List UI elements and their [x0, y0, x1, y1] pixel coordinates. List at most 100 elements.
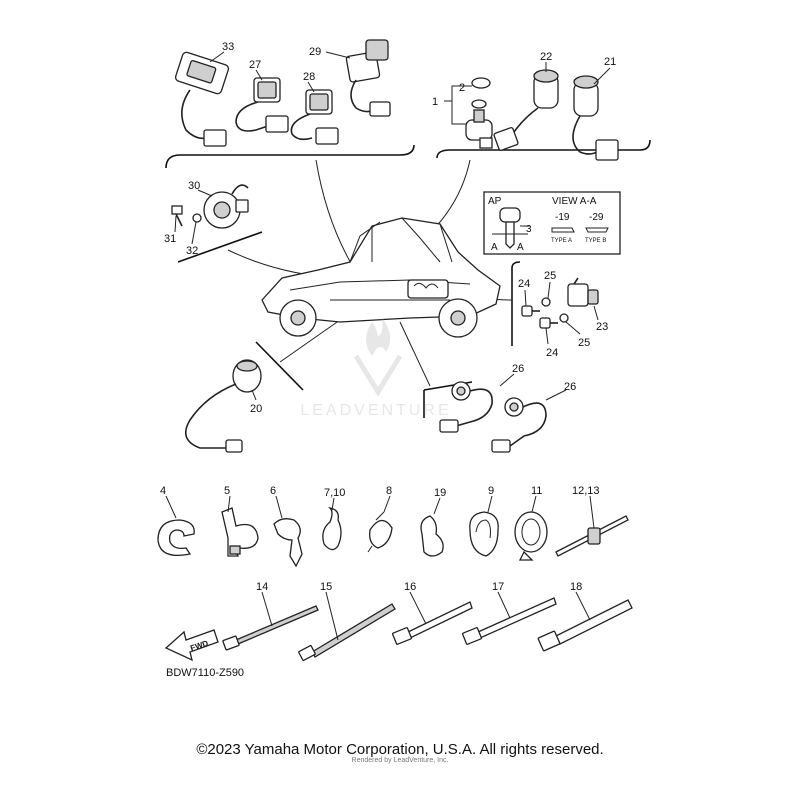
callout-4: 4 — [160, 485, 166, 497]
part-30-horn — [203, 184, 249, 229]
callout-5: 5 — [224, 485, 230, 497]
part-23-relay — [567, 277, 599, 307]
part-24-bolt-a — [521, 305, 540, 317]
bracket-top-right — [436, 139, 651, 159]
part-26-light-b — [491, 397, 547, 453]
part-33-switch — [174, 51, 230, 147]
leader-line — [261, 591, 273, 627]
callout-25a: 25 — [544, 270, 556, 282]
callout-6: 6 — [270, 485, 276, 497]
part-26-light-a — [439, 381, 493, 433]
callout-1: 1 — [432, 96, 438, 108]
part-20-switch — [184, 359, 262, 453]
leader-line — [575, 591, 591, 621]
part-31-bolt — [171, 205, 183, 227]
leader-line — [487, 495, 493, 513]
bracket-switch-20 — [255, 341, 304, 391]
part-1-ignition-switch — [465, 77, 493, 149]
bracket-mid-left — [177, 231, 263, 263]
copyright-footer: ©2023 Yamaha Motor Corporation, U.S.A. A… — [196, 741, 604, 758]
callout-9: 9 — [488, 485, 494, 497]
leader-line — [399, 321, 431, 387]
callout-31: 31 — [164, 233, 176, 245]
leader-line — [307, 81, 315, 93]
callout-12-13: 12,13 — [572, 485, 600, 497]
bracket-top-left — [165, 144, 415, 169]
part-32-washer — [192, 213, 202, 223]
leader-line — [174, 215, 177, 233]
watermark-text: LEADVENTURE — [300, 402, 451, 419]
part-25-washer-a — [541, 297, 551, 307]
callout-30: 30 — [188, 180, 200, 192]
leader-line — [433, 497, 441, 515]
fwd-arrow-icon: FWD — [164, 629, 219, 662]
part-8-clamp — [367, 511, 393, 553]
leader-line — [275, 495, 283, 519]
rendered-by-note: Rendered by LeadVenture, Inc. — [351, 757, 449, 764]
leader-line — [531, 495, 537, 513]
part-15-cable-tie — [298, 603, 396, 661]
callout-7-10: 7,10 — [324, 487, 345, 499]
part-21-key-switch — [572, 75, 619, 161]
part-5-clamp — [221, 507, 259, 557]
leader-line — [325, 591, 339, 641]
leader-line — [593, 67, 611, 85]
key-suffix-b: -29 — [589, 212, 604, 223]
callout-26a: 26 — [512, 363, 524, 375]
callout-16: 16 — [404, 581, 416, 593]
leader-line — [383, 495, 391, 513]
leader-line — [545, 389, 567, 401]
callout-2: 2 — [459, 82, 465, 94]
part-24-bolt-b — [539, 317, 558, 329]
callout-26b: 26 — [564, 381, 576, 393]
leader-line — [497, 591, 511, 619]
part-29-switch — [345, 39, 391, 117]
callout-21: 21 — [604, 56, 616, 68]
leader-line — [547, 281, 551, 299]
callout-14: 14 — [256, 581, 268, 593]
callout-20: 20 — [250, 403, 262, 415]
callout-23: 23 — [596, 321, 608, 333]
key-type-a: TYPE A — [551, 238, 572, 244]
callout-27: 27 — [249, 59, 261, 71]
key-view-panel: AP VIEW A-A 3 A A -19 -29 TYPE A TYPE B — [483, 191, 621, 255]
part-18-cable-tie — [537, 599, 633, 652]
leadventure-watermark: LEADVENTURE — [300, 318, 451, 419]
callout-3: 3 — [526, 224, 532, 235]
leader-line — [255, 69, 263, 81]
part-25-washer-b — [559, 313, 569, 323]
callout-29: 29 — [309, 46, 321, 58]
part-9-clamp — [469, 511, 499, 557]
leader-line — [279, 319, 341, 363]
key-ap-label: AP — [488, 196, 502, 207]
leader-line — [331, 497, 335, 511]
part-7-10-clamp — [322, 506, 342, 551]
part-22-key-switch — [493, 69, 559, 151]
part-16-cable-tie — [391, 601, 473, 645]
callout-33: 33 — [222, 41, 234, 53]
callout-11: 11 — [531, 485, 542, 497]
leader-line — [524, 289, 527, 307]
callout-32: 32 — [186, 245, 198, 257]
leader-line — [251, 389, 257, 401]
key-section-right: A — [517, 242, 524, 253]
leader-line — [589, 495, 595, 529]
callout-25b: 25 — [578, 337, 590, 349]
leader-line — [165, 495, 177, 519]
part-6-clamp — [273, 518, 303, 568]
bracket-mid-right — [511, 261, 521, 346]
callout-15: 15 — [320, 581, 332, 593]
diagram-code: BDW7110-Z590 — [166, 667, 244, 679]
leader-line — [197, 189, 213, 197]
key-suffix-a: -19 — [555, 212, 570, 223]
part-19-clamp — [420, 515, 444, 557]
callout-19: 19 — [434, 487, 446, 499]
leader-line — [565, 321, 581, 335]
leader-line — [593, 305, 599, 321]
callout-8: 8 — [386, 485, 392, 497]
callout-18: 18 — [570, 581, 582, 593]
leader-line — [227, 495, 231, 513]
part-17-cable-tie — [461, 597, 557, 645]
leader-line — [325, 51, 351, 59]
